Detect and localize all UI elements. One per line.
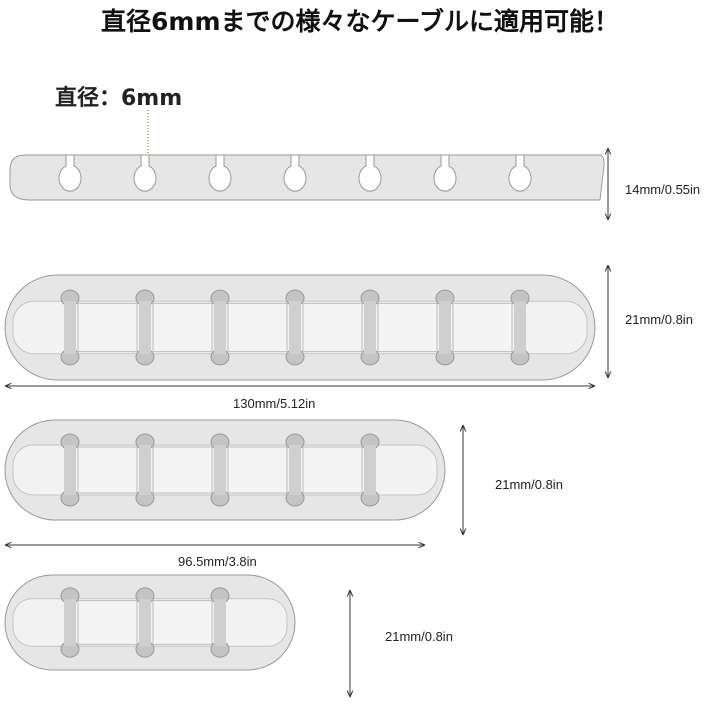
side-slot <box>133 154 157 192</box>
length-arrow-head <box>4 541 12 549</box>
slot-block <box>452 302 513 353</box>
p5-height-label: 21mm/0.8in <box>495 477 563 492</box>
length-arrow-head <box>418 541 426 549</box>
height-arrow-head <box>346 690 354 698</box>
slot-gap <box>214 445 226 495</box>
side-slot <box>283 154 307 192</box>
side-slot <box>433 154 457 192</box>
slot-block <box>152 600 213 645</box>
slot-block <box>377 302 438 353</box>
side-slot <box>508 154 532 192</box>
slot-gap <box>64 598 76 647</box>
slot-gap <box>139 301 151 354</box>
slot-gap <box>214 598 226 647</box>
side-height-arrow-head <box>604 213 612 221</box>
p7-length-label: 130mm/5.12in <box>233 396 316 411</box>
slot-gap <box>214 301 226 354</box>
side-height-label: 14mm/0.55in <box>625 182 701 197</box>
diameter-label: 直径：6mm <box>55 86 183 111</box>
slot-gap <box>439 301 451 354</box>
p5-length-label: 96.5mm/3.8in <box>178 554 257 569</box>
height-arrow-head <box>459 424 467 432</box>
slot-gap <box>139 598 151 647</box>
side-slot <box>58 154 82 192</box>
height-arrow-head <box>346 589 354 597</box>
headline: 直径6mmまでの様々なケーブルに適用可能！ <box>101 7 619 36</box>
slot-block <box>302 302 363 353</box>
slot-block <box>302 446 363 494</box>
slot-block <box>152 446 213 494</box>
slot-block <box>77 600 138 645</box>
slot-block <box>77 302 138 353</box>
p7-height-label: 21mm/0.8in <box>625 312 693 327</box>
side-height-arrow-head <box>604 147 612 155</box>
side-view-body <box>9 154 605 201</box>
height-arrow-head <box>604 264 612 272</box>
slot-gap <box>64 445 76 495</box>
slot-gap <box>289 301 301 354</box>
height-arrow-head <box>459 528 467 536</box>
side-slot <box>358 154 382 192</box>
length-arrow-head <box>588 382 596 390</box>
slot-block <box>77 446 138 494</box>
slot-gap <box>514 301 526 354</box>
slot-gap <box>139 445 151 495</box>
length-arrow-head <box>4 382 12 390</box>
p3-height-label: 21mm/0.8in <box>385 629 453 644</box>
slot-gap <box>289 445 301 495</box>
slot-block <box>152 302 213 353</box>
slot-block <box>227 446 288 494</box>
height-arrow-head <box>604 371 612 379</box>
slot-gap <box>364 301 376 354</box>
side-slot <box>208 154 232 192</box>
slot-block <box>227 302 288 353</box>
slot-gap <box>64 301 76 354</box>
slot-gap <box>364 445 376 495</box>
